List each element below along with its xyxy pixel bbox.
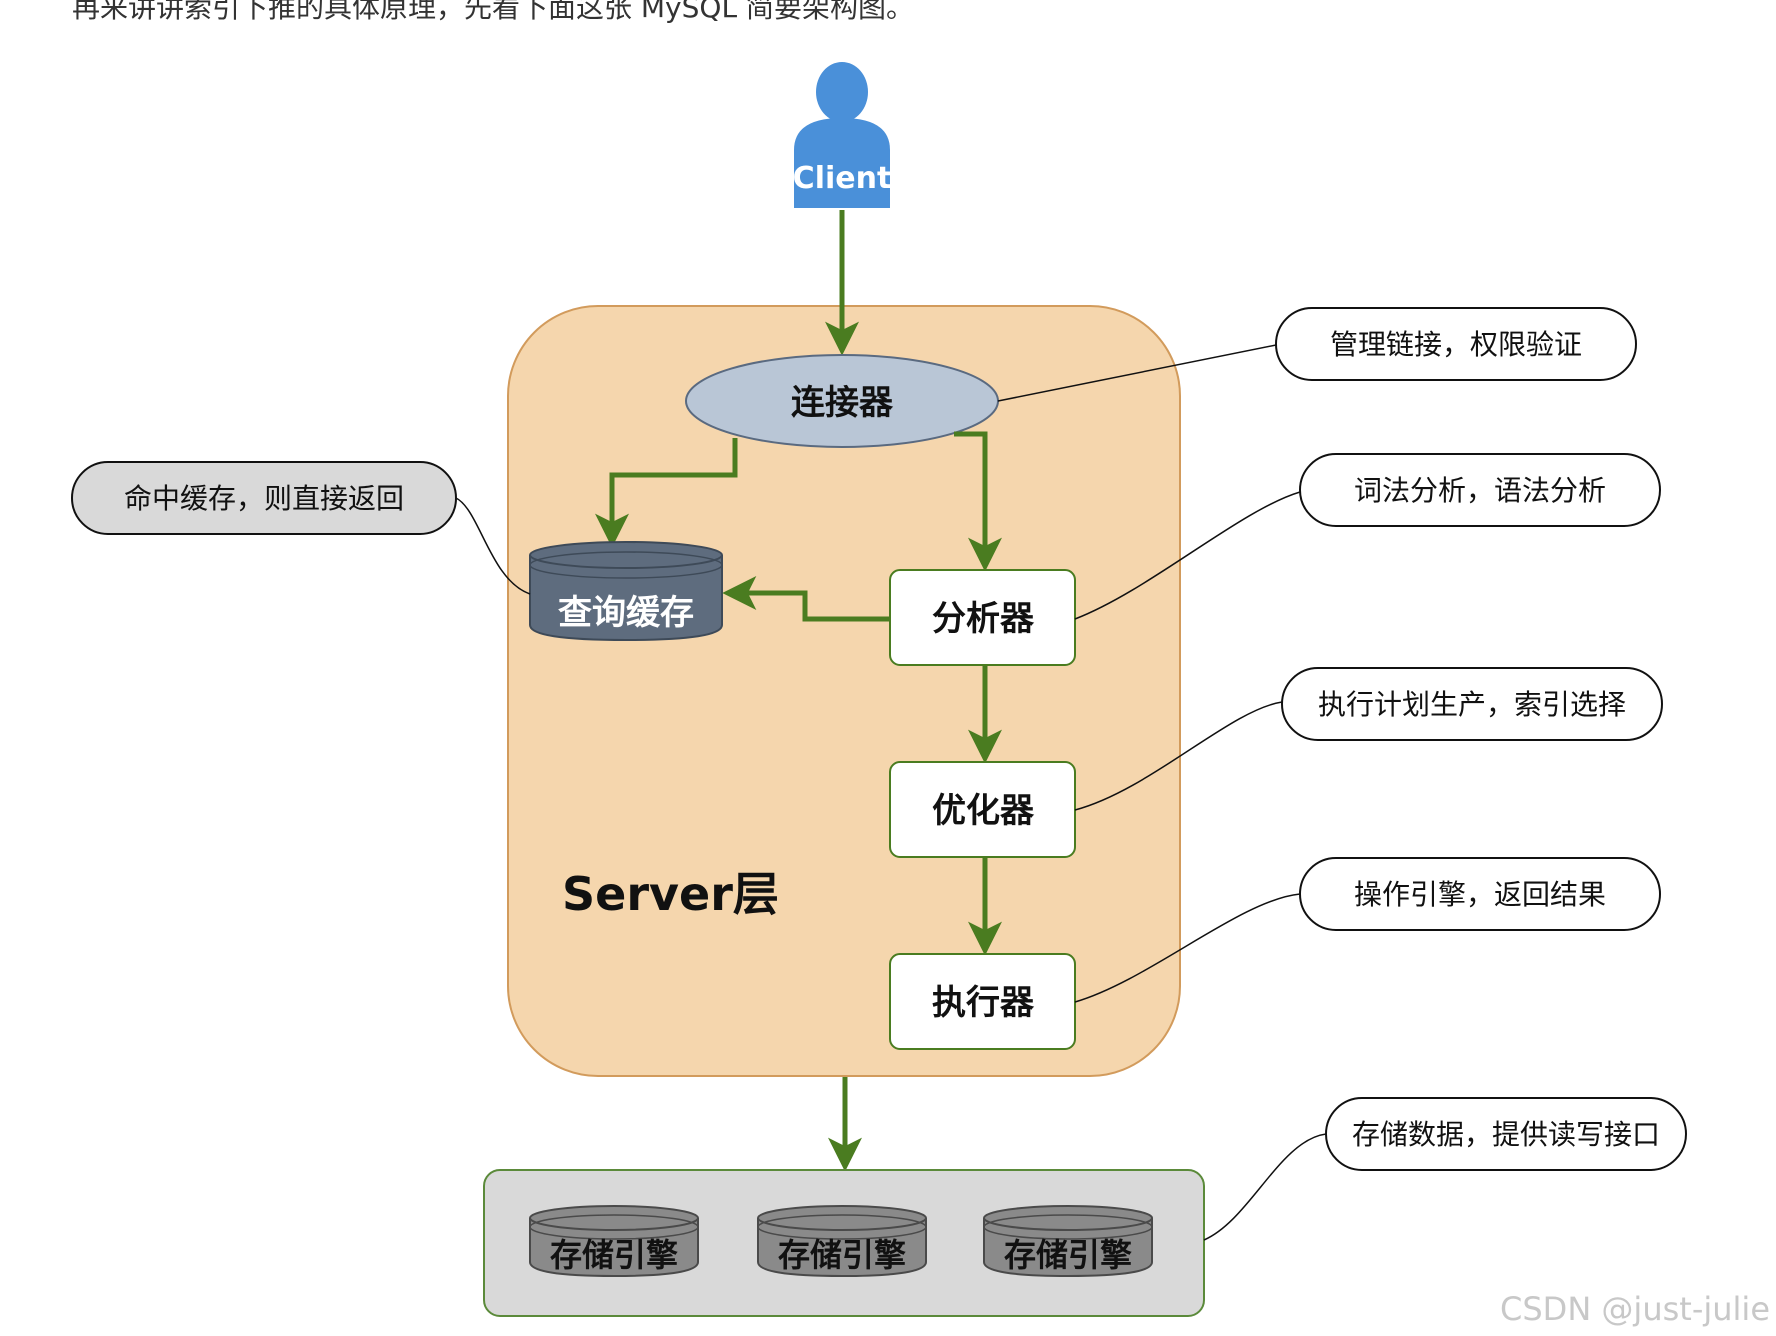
storage-engine-2: 存储引擎	[757, 1205, 927, 1278]
arrow-analyzer-to-cache	[722, 576, 890, 622]
query-cache-node: 查询缓存	[529, 541, 723, 642]
client-icon: Client	[793, 62, 892, 208]
executor-label: 执行器	[932, 983, 1035, 1023]
analyzer-annotation	[1299, 453, 1661, 527]
storage-engine-label: 存储引擎	[1004, 1236, 1132, 1274]
analyzer-annotation-link	[1074, 491, 1301, 620]
arrow-connector-to-analyzer	[954, 431, 1002, 572]
storage-engine-label: 存储引擎	[550, 1236, 678, 1274]
connector-label: 连接器	[791, 383, 894, 423]
client-label: Client	[793, 161, 892, 196]
connector-annotation-text: 管理链接，权限验证	[1330, 328, 1582, 361]
query-cache-annotation-text: 命中缓存，则直接返回	[124, 482, 404, 515]
executor-annotation	[1299, 857, 1661, 931]
storage-annotation	[1325, 1097, 1687, 1171]
analyzer-annotation-text: 词法分析，语法分析	[1354, 474, 1606, 507]
optimizer-annotation	[1281, 667, 1663, 741]
executor-annotation-link	[1074, 893, 1301, 1003]
connector-annotation	[1275, 307, 1637, 381]
analyzer-label: 分析器	[932, 599, 1035, 639]
optimizer-annotation-link	[1074, 701, 1283, 811]
arrow-connector-to-cache	[595, 438, 738, 548]
intro-text: 再来讲讲索引下推的具体原理，先看下面这张 MySQL 简要架构图。	[72, 0, 914, 24]
connector-annotation-link	[997, 344, 1277, 402]
storage-annotation-link	[1203, 1133, 1327, 1241]
executor-annotation-text: 操作引擎，返回结果	[1354, 878, 1606, 911]
query-cache-annotation-link	[455, 497, 531, 595]
analyzer-node	[889, 569, 1076, 666]
storage-annotation-text: 存储数据，提供读写接口	[1352, 1118, 1660, 1151]
query-cache-label: 查询缓存	[558, 593, 694, 633]
optimizer-annotation-text: 执行计划生产，索引选择	[1318, 688, 1626, 721]
watermark: CSDN @just-julie	[1500, 1290, 1770, 1328]
optimizer-label: 优化器	[932, 791, 1035, 831]
server-layer-label: Server层	[562, 867, 779, 921]
storage-engine-1: 存储引擎	[529, 1205, 699, 1278]
storage-engine-label: 存储引擎	[778, 1236, 906, 1274]
storage-engine-3: 存储引擎	[983, 1205, 1153, 1278]
